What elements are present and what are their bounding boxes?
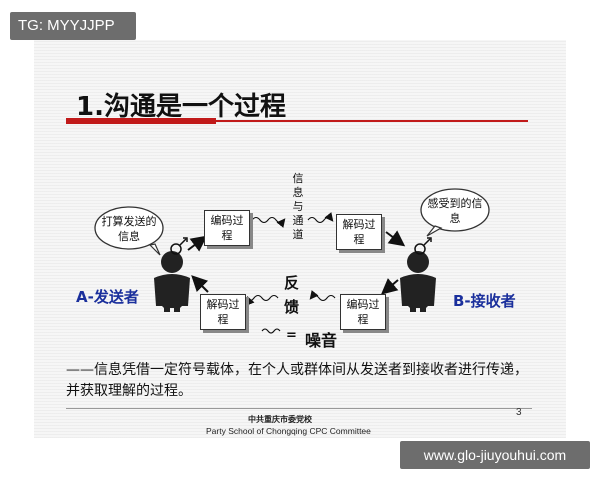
arrow-decode-to-receiver [385,230,406,247]
receiver-figure [400,251,436,312]
feedback-char-1: 反 [284,274,300,292]
sender-figure [154,251,190,312]
definition-text: ——信息凭借一定符号载体，在个人或群体间从发送者到接收者进行传递，并获取理解的过… [66,362,528,399]
feedback-char-2: 馈 [284,298,300,316]
sender-thought-text: 打算发送的信息 [101,215,157,243]
channel-char: 通 [292,214,304,227]
footer-divider [66,408,532,409]
channel-char: 息 [292,186,304,199]
channel-char: 道 [292,228,304,241]
arrow-decode-to-sender [191,275,209,293]
receiver-label: B-接收者 [453,292,516,310]
receiver-thought-text: 感受到的信息 [427,197,483,225]
decode-box-top: 解码过程 [336,214,382,250]
title-underline-accent [66,118,216,124]
sender-label: A-发送者 [76,288,139,306]
footer-org-cn: 中共重庆市委党校 [248,414,312,424]
page-number: 3 [516,407,522,418]
watermark-bottom: www.glo-jiuyouhui.com [400,441,590,469]
wave-encode-to-feedback [309,290,336,302]
male-symbol-icon [170,237,188,255]
slide-background [34,40,566,438]
title-underline-rule [216,120,528,122]
wave-encode-to-channel [251,216,286,228]
sender-thought-bubble [94,206,164,256]
wave-feedback-to-decode [246,294,279,306]
encode-box-top: 编码过程 [204,210,250,246]
encode-box-bottom: 编码过程 [340,294,386,330]
channel-char: 信 [292,172,304,185]
noise-label: 噪音 [305,331,338,350]
channel-char: 与 [292,200,304,213]
arrow-receiver-to-encode [380,278,399,295]
slide-title: 1.沟通是一个过程 [76,92,286,122]
wave-channel-to-decode [307,212,334,224]
receiver-thought-bubble [420,188,490,237]
noise-wave-icon [261,328,281,334]
footer-org-en: Party School of Chongqing CPC Committee [206,426,371,436]
decode-box-bottom: 解码过程 [200,294,246,330]
watermark-top: TG: MYYJJPP [10,12,136,40]
noise-equals: = [286,328,297,343]
arrow-sender-to-encode [187,235,208,252]
channel-label: 信 息 与 通 道 [290,172,306,242]
male-symbol-icon [414,237,432,255]
